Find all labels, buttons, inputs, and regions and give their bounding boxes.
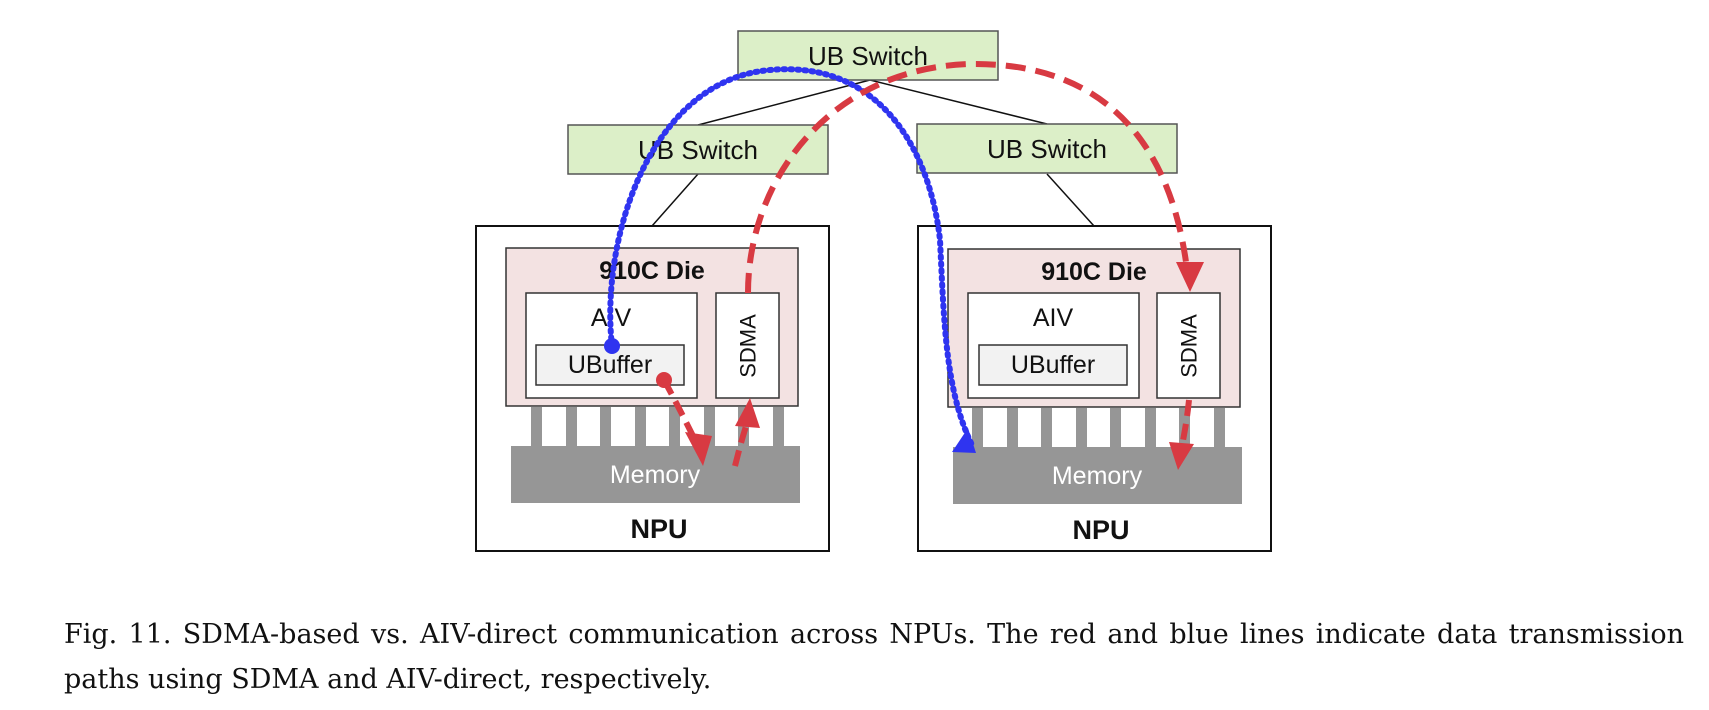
ub-switch-right: UB Switch <box>916 123 1178 174</box>
sdma-arrowhead-to-memory-left <box>685 432 712 466</box>
link-top-left <box>697 79 871 126</box>
npu-right: 910C Die AIV UBuffer SDMA Memory NPU <box>917 225 1272 552</box>
link-right-npu <box>1046 173 1095 227</box>
ubuffer-left-label: UBuffer <box>568 351 652 379</box>
memory-left-label: Memory <box>610 461 701 489</box>
sdma-origin-dot <box>656 372 672 388</box>
aiv-direct-arrowhead <box>952 428 976 453</box>
aiv-right-label: AIV <box>1033 304 1074 332</box>
communication-diagram: UB Switch UB Switch UB Switch 910C Die A… <box>475 30 1272 552</box>
npu-left-label: NPU <box>630 514 687 544</box>
memory-right-label: Memory <box>1052 462 1143 490</box>
aiv-direct-origin-dot <box>604 338 620 354</box>
link-left-npu <box>651 173 699 227</box>
npu-left: 910C Die AIV UBuffer SDMA Memory NPU <box>475 225 830 552</box>
figure-caption: Fig. 11. SDMA-based vs. AIV-direct commu… <box>64 619 1684 695</box>
die-right-label: 910C Die <box>1041 258 1147 286</box>
ub-switch-top-label: UB Switch <box>808 41 928 71</box>
npu-right-label: NPU <box>1072 515 1129 545</box>
memory-left <box>511 446 800 503</box>
sdma-arrowhead-to-sdma-right <box>1176 262 1204 292</box>
switch-links <box>651 79 1095 227</box>
ubuffer-right-label: UBuffer <box>1011 351 1095 379</box>
memory-right <box>953 447 1242 504</box>
sdma-arrowhead-to-sdma-left <box>735 398 760 428</box>
link-top-right <box>869 79 1048 125</box>
ub-switch-left: UB Switch <box>567 124 829 175</box>
sdma-arrowhead-to-memory-right <box>1169 442 1194 470</box>
ub-switch-right-label: UB Switch <box>987 134 1107 164</box>
sdma-right-label: SDMA <box>1177 314 1202 378</box>
sdma-path <box>656 60 1204 470</box>
sdma-right <box>1156 292 1221 399</box>
sdma-left <box>715 292 780 399</box>
ubuffer-right <box>978 344 1128 386</box>
ub-switch-top: UB Switch <box>737 30 999 81</box>
sdma-left-label: SDMA <box>736 314 761 378</box>
